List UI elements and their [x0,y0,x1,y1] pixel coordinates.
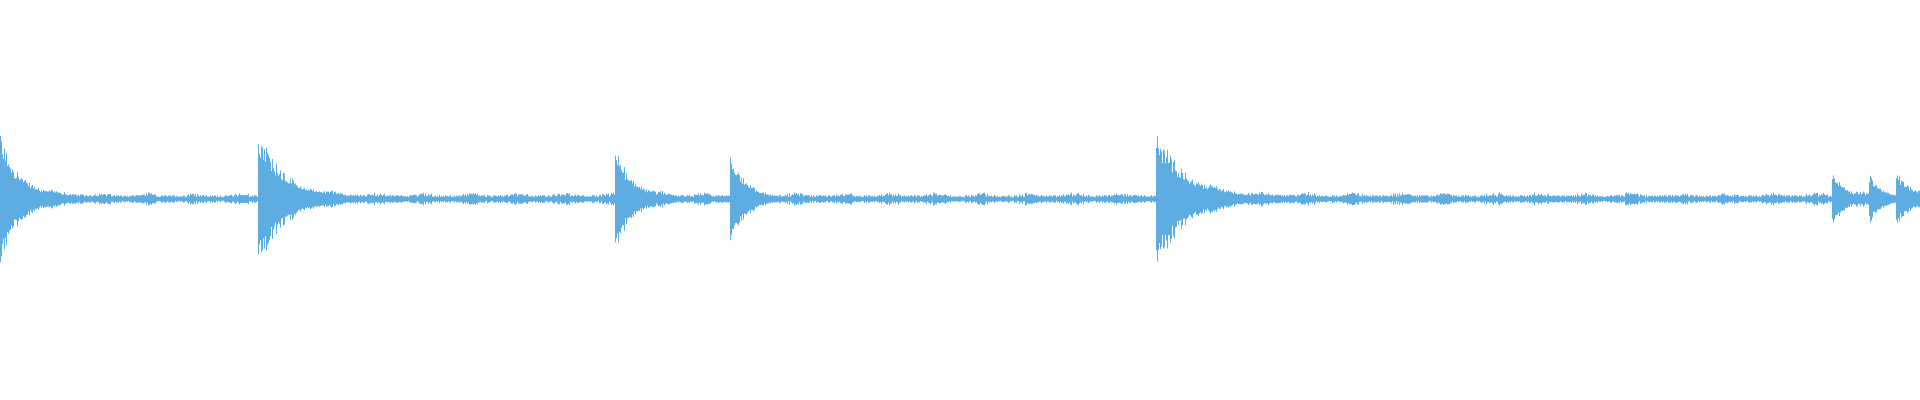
waveform-path [0,135,1920,263]
waveform-bars [0,135,1920,263]
